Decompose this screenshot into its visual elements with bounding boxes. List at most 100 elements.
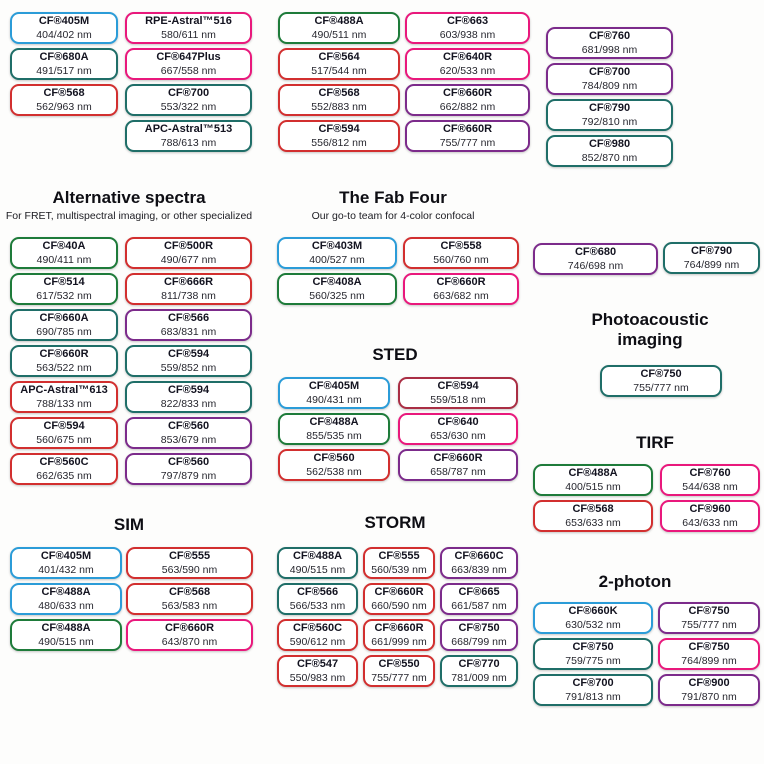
dye-name: CF®514 — [43, 276, 85, 289]
dye-badge: CF®560 797/879 nm — [125, 453, 252, 485]
dye-name: CF®488A — [314, 15, 364, 28]
dye-badge: CF®405M 404/402 nm — [10, 12, 118, 44]
dye-badge: CF®750 764/899 nm — [658, 638, 760, 670]
mid-right-badge-cf790: CF®790 764/899 nm — [663, 242, 760, 274]
dye-excitation-emission: 563/590 nm — [161, 563, 218, 576]
dye-badge: CF®960 643/633 nm — [660, 500, 760, 532]
dye-badge: CF®560C 662/635 nm — [10, 453, 118, 485]
dye-name: CF®560 — [167, 456, 210, 469]
section-subtitle-fab-four: Our go-to team for 4-color confocal — [311, 209, 475, 222]
dye-name: RPE-Astral™516 — [145, 15, 232, 28]
dye-excitation-emission: 662/882 nm — [439, 100, 496, 113]
section-subtitle-alternative-spectra: For FRET, multispectral imaging, or othe… — [5, 209, 253, 222]
dye-excitation-emission: 663/682 nm — [433, 289, 489, 302]
tirf-badge-column-1: CF®488A 400/515 nm CF®568 653/633 nm — [533, 464, 653, 532]
dye-excitation-emission: 404/402 nm — [36, 28, 92, 41]
dye-name: CF®660R — [39, 348, 89, 361]
dye-name: CF®790 — [588, 102, 631, 115]
dye-name: CF®680A — [39, 51, 89, 64]
fab-four-badge-column-2: CF®558 560/760 nm CF®660R 663/682 nm — [403, 237, 519, 305]
dye-excitation-emission: 400/515 nm — [565, 480, 621, 493]
dye-name: CF®760 — [588, 30, 631, 43]
dye-badge: CF®660R 658/787 nm — [398, 449, 518, 481]
dye-name: CF®660R — [442, 123, 493, 136]
dye-badge: CF®900 791/870 nm — [658, 674, 760, 706]
dye-name: CF®770 — [458, 658, 500, 671]
dye-badge: CF®564 517/544 nm — [278, 48, 400, 80]
dye-excitation-emission: 667/558 nm — [160, 64, 217, 77]
dye-excitation-emission: 791/813 nm — [565, 690, 621, 703]
dye-badge: CF®660A 690/785 nm — [10, 309, 118, 341]
dye-name: CF®700 — [167, 87, 210, 100]
dye-excitation-emission: 755/777 nm — [371, 671, 427, 684]
dye-badge: CF®790 764/899 nm — [663, 242, 760, 274]
dye-name: CF®488A — [292, 550, 343, 563]
alternative-spectra-badge-column-1: CF®40A 490/411 nm CF®514 617/532 nm CF®6… — [10, 237, 118, 485]
section-header-sim: SIM — [0, 515, 258, 535]
section-title-tirf: TIRF — [636, 433, 674, 452]
dye-excitation-emission: 480/633 nm — [38, 599, 94, 612]
dye-badge: CF®560C 590/612 nm — [277, 619, 358, 651]
dye-badge: CF®488A 400/515 nm — [533, 464, 653, 496]
dye-badge: CF®700 553/322 nm — [125, 84, 252, 116]
dye-badge: CF®568 563/583 nm — [126, 583, 253, 615]
top-right-badge-column: CF®760 681/998 nm CF®700 784/809 nm CF®7… — [546, 27, 673, 167]
dye-name: CF®488A — [309, 416, 359, 429]
dye-name: CF®660R — [436, 276, 486, 289]
dye-badge: CF®750 755/777 nm — [658, 602, 760, 634]
top-left-badge-column-1: CF®405M 404/402 nm CF®680A 491/517 nm CF… — [10, 12, 118, 116]
dye-name: CF®660R — [442, 87, 493, 100]
dye-name: CF®790 — [690, 245, 733, 258]
dye-excitation-emission: 661/587 nm — [451, 599, 507, 612]
dye-excitation-emission: 562/963 nm — [36, 100, 92, 113]
section-title-alternative-spectra: Alternative spectra — [52, 188, 206, 207]
dye-name: CF®750 — [688, 605, 730, 618]
section-title-sim: SIM — [113, 515, 145, 534]
dye-badge: CF®405M 401/432 nm — [10, 547, 122, 579]
dye-badge: CF®594 822/833 nm — [125, 381, 252, 413]
dye-excitation-emission: 617/532 nm — [36, 289, 92, 302]
dye-badge: CF®403M 400/527 nm — [277, 237, 397, 269]
dye-excitation-emission: 663/839 nm — [451, 563, 507, 576]
dye-name: CF®660C — [454, 550, 504, 563]
dye-name: CF®660R — [374, 622, 424, 635]
dye-badge: CF®760 544/638 nm — [660, 464, 760, 496]
dye-excitation-emission: 552/883 nm — [311, 100, 367, 113]
dye-badge: CF®660R 563/522 nm — [10, 345, 118, 377]
dye-excitation-emission: 683/831 nm — [160, 325, 217, 338]
dye-name: CF®680 — [574, 246, 617, 259]
mid-right-badge-cf680: CF®680 746/698 nm — [533, 243, 658, 275]
two-photon-badge-column-1: CF®660K 630/532 nm CF®750 759/775 nm CF®… — [533, 602, 653, 706]
dye-name: CF®568 — [168, 586, 211, 599]
dye-excitation-emission: 853/679 nm — [160, 433, 217, 446]
dye-badge: CF®665 661/587 nm — [440, 583, 518, 615]
dye-badge: CF®594 556/812 nm — [278, 120, 400, 152]
dye-badge: CF®547 550/983 nm — [277, 655, 358, 687]
dye-name: CF®660A — [39, 312, 89, 325]
dye-name: CF®560 — [313, 452, 355, 465]
dye-name: CF®666R — [163, 276, 214, 289]
section-title-photoacoustic: Photoacoustic imaging — [591, 310, 709, 349]
dye-name: CF®660R — [374, 586, 424, 599]
dye-name: CF®488A — [41, 622, 91, 635]
dye-badge: CF®660R 662/882 nm — [405, 84, 530, 116]
dye-name: CF®660R — [433, 452, 483, 465]
dye-badge: CF®488A 490/515 nm — [10, 619, 122, 651]
dye-excitation-emission: 630/532 nm — [565, 618, 621, 631]
dye-badge: CF®40A 490/411 nm — [10, 237, 118, 269]
dye-excitation-emission: 797/879 nm — [160, 469, 217, 482]
dye-excitation-emission: 764/899 nm — [683, 258, 740, 271]
storm-badge-column-2: CF®555 560/539 nm CF®660R 660/590 nm CF®… — [363, 547, 435, 687]
dye-name: CF®566 — [167, 312, 210, 325]
storm-badge-column-1: CF®488A 490/515 nm CF®566 566/533 nm CF®… — [277, 547, 358, 687]
dye-excitation-emission: 788/613 nm — [160, 136, 217, 149]
dye-badge: CF®566 683/831 nm — [125, 309, 252, 341]
dye-name: CF®640R — [442, 51, 493, 64]
dye-excitation-emission: 792/810 nm — [581, 115, 638, 128]
dye-name: CF®660K — [568, 605, 618, 618]
dye-badge: CF®555 560/539 nm — [363, 547, 435, 579]
dye-badge: CF®680A 491/517 nm — [10, 48, 118, 80]
dye-badge: CF®660R 660/590 nm — [363, 583, 435, 615]
dye-badge: CF®594 560/675 nm — [10, 417, 118, 449]
dye-badge: CF®660C 663/839 nm — [440, 547, 518, 579]
